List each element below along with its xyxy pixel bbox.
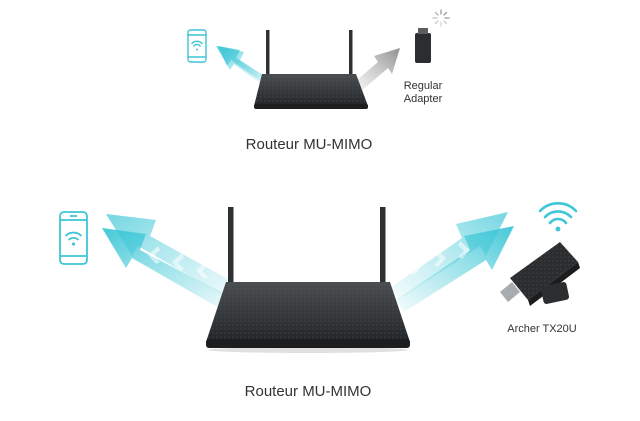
top-signal-arrow-right [350,48,400,92]
top-usb-adapter-icon [415,28,431,63]
top-router [254,30,368,109]
bottom-wifi-icon [538,202,578,232]
bottom-signal-arrow-left [102,214,244,312]
top-signal-arrow-left [216,46,270,86]
top-router-caption: Routeur MU-MIMO [245,136,373,153]
bottom-router [206,207,410,353]
bottom-smartphone-wifi-icon [59,211,88,265]
regular-adapter-label-line1: Regular [403,80,443,92]
bottom-usb-adapter-icon [500,242,580,306]
top-smartphone-wifi-icon [187,29,207,63]
bottom-scene [59,202,580,353]
bottom-signal-arrow-right [390,212,514,312]
regular-adapter-label: Regular Adapter [392,80,454,106]
bottom-router-caption: Routeur MU-MIMO [244,383,372,400]
top-spinner-icon [432,9,450,27]
archer-tx20u-label: Archer TX20U [507,323,577,335]
regular-adapter-label-line2: Adapter [403,93,443,105]
top-scene [187,9,450,109]
